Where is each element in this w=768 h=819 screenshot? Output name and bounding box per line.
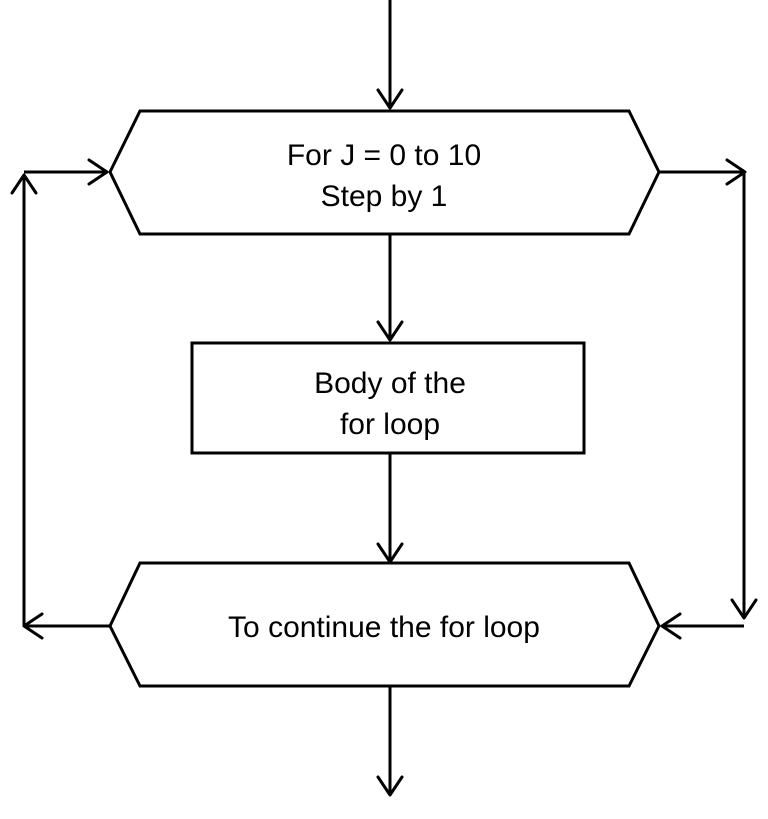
- loop-start-line-2: Step by 1: [321, 180, 448, 213]
- loop-end-line-1: To continue the for loop: [228, 611, 540, 644]
- body-line-2: for loop: [340, 408, 440, 441]
- exit-arrow: [376, 686, 404, 797]
- body-line-1: Body of the: [314, 367, 466, 400]
- loop-start-node: For J = 0 to 10 Step by 1: [108, 109, 661, 236]
- body-node: Body of the for loop: [190, 341, 586, 455]
- loop-end-hexagon: [108, 561, 661, 688]
- arrow-body-to-end: [376, 453, 404, 564]
- right-path-arrow: [659, 158, 758, 640]
- body-rectangle: [190, 341, 586, 455]
- loop-start-line-1: For J = 0 to 10: [287, 139, 481, 172]
- left-return-arrow: [10, 158, 110, 640]
- arrow-start-to-body: [376, 234, 404, 342]
- loop-end-node: To continue the for loop: [108, 561, 661, 688]
- entry-arrow: [376, 0, 404, 110]
- loop-start-hexagon: [108, 109, 661, 236]
